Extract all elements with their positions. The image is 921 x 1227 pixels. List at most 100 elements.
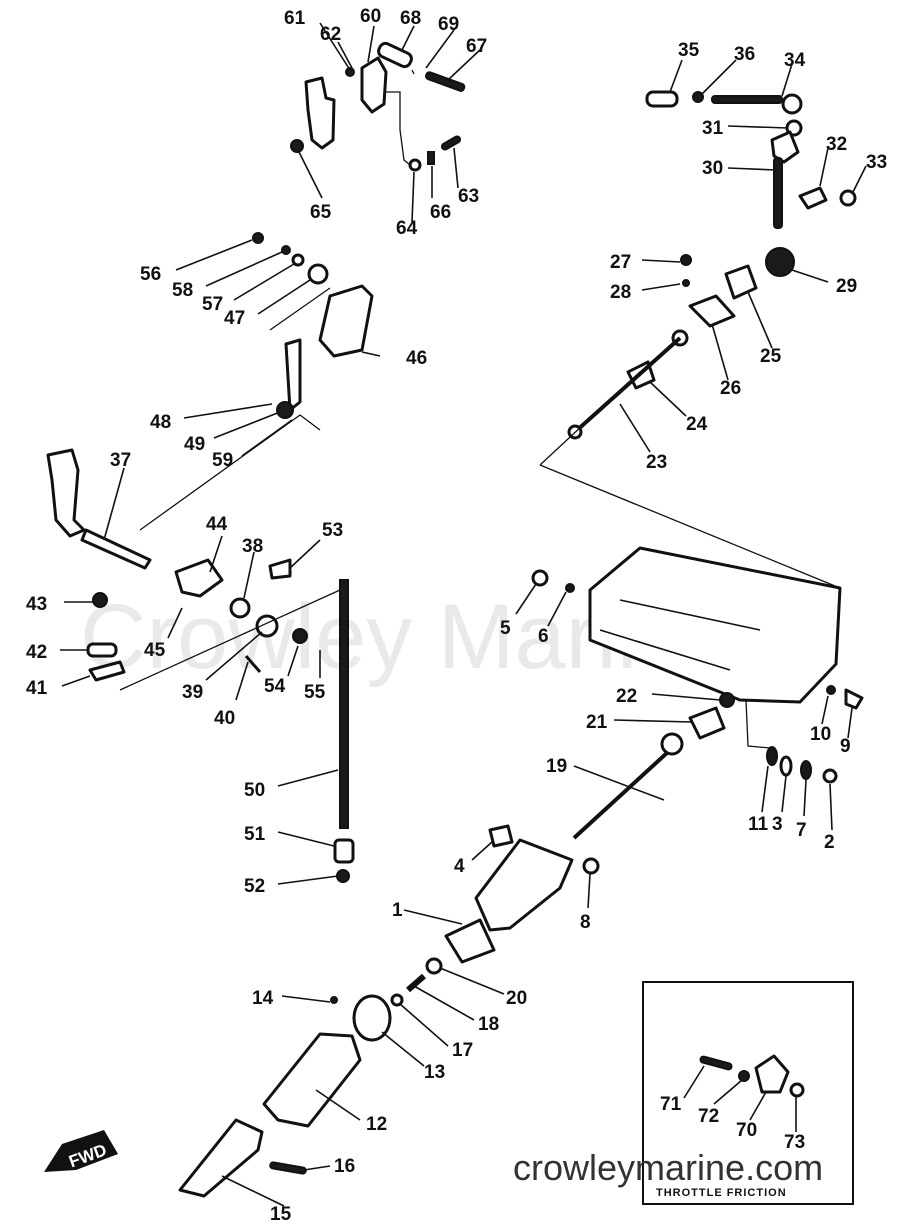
callout-19: 19	[546, 756, 567, 777]
part-2	[822, 768, 838, 784]
callout-66: 66	[430, 202, 451, 223]
callout-33: 33	[866, 152, 887, 173]
part-7	[800, 760, 812, 780]
callout-21: 21	[586, 712, 608, 733]
callout-41: 41	[26, 678, 48, 699]
callout-39: 39	[182, 682, 203, 703]
callout-3: 3	[772, 814, 783, 835]
callout-31: 31	[702, 118, 724, 139]
callout-34: 34	[784, 50, 806, 71]
callout-50: 50	[244, 780, 265, 801]
callout-35: 35	[678, 40, 700, 61]
callout-14: 14	[252, 988, 274, 1009]
part-29	[765, 247, 795, 277]
part-clip-62	[345, 67, 355, 77]
part-screw-71	[699, 1055, 733, 1071]
fwd-arrow-icon: FWD	[44, 1130, 118, 1172]
part-bracket-46	[318, 284, 374, 358]
throttle-friction-inset: THROTTLE FRICTION	[642, 981, 854, 1205]
part-lever-60	[360, 56, 388, 114]
part-bolt-67	[425, 71, 466, 92]
part-38	[229, 597, 251, 619]
callout-1: 1	[392, 900, 403, 921]
part-spacer-66	[427, 151, 435, 165]
callout-59: 59	[212, 450, 233, 471]
callout-29: 29	[836, 276, 857, 297]
part-washer-64	[408, 158, 422, 172]
part-4	[488, 824, 514, 848]
callout-16: 16	[334, 1156, 355, 1177]
part-linkage-bracket	[304, 76, 336, 150]
callout-56: 56	[140, 264, 161, 285]
housing-detail-2	[619, 599, 761, 631]
part-40	[244, 655, 262, 673]
callout-57: 57	[202, 294, 223, 315]
part-17	[390, 993, 404, 1007]
part-54	[292, 628, 308, 644]
part-25	[724, 264, 758, 300]
part-26	[688, 294, 736, 328]
part-36	[692, 91, 704, 103]
part-13	[352, 994, 392, 1042]
part-sleeve-68	[377, 41, 413, 69]
callout-11: 11	[748, 814, 769, 835]
part-10	[826, 685, 836, 695]
callout-58: 58	[172, 280, 193, 301]
callout-25: 25	[760, 346, 782, 367]
callout-52: 52	[244, 876, 265, 897]
callout-65: 65	[310, 202, 332, 223]
part-32	[798, 186, 828, 210]
callout-48: 48	[150, 412, 171, 433]
callout-30: 30	[702, 158, 723, 179]
part-6	[565, 583, 575, 593]
part-42	[86, 642, 118, 658]
part-nut-65	[290, 139, 304, 153]
part-arm-37	[46, 448, 86, 538]
part-14	[330, 996, 338, 1004]
callout-26: 26	[720, 378, 741, 399]
part-52	[336, 869, 350, 883]
part-30-head	[770, 130, 800, 164]
leader-to-housing	[539, 464, 841, 589]
housing-detail-1	[599, 629, 731, 671]
part-rod-37	[80, 528, 152, 570]
part-shaft-30	[773, 157, 783, 229]
callout-69: 69	[438, 14, 459, 35]
callout-51: 51	[244, 824, 266, 845]
callout-70: 70	[736, 1120, 757, 1141]
part-neck-1	[444, 918, 496, 964]
leader-lower-left	[119, 589, 341, 691]
callout-55: 55	[304, 682, 326, 703]
part-22	[719, 692, 735, 708]
callout-42: 42	[26, 642, 47, 663]
part-rod-50	[339, 579, 349, 829]
part-58	[281, 245, 291, 255]
leader-68b	[411, 69, 415, 75]
part-screw-63	[440, 135, 462, 151]
part-21	[688, 706, 726, 740]
callout-72: 72	[698, 1106, 719, 1127]
callout-64: 64	[396, 218, 418, 239]
callout-28: 28	[610, 282, 631, 303]
part-5	[531, 569, 549, 587]
part-19-head	[660, 732, 684, 756]
callout-63: 63	[458, 186, 479, 207]
part-73	[789, 1082, 805, 1098]
callout-15: 15	[270, 1204, 292, 1225]
callout-10: 10	[810, 724, 831, 745]
site-watermark: crowleymarine.com	[513, 1147, 823, 1188]
callout-12: 12	[366, 1114, 387, 1135]
part-9	[844, 688, 864, 710]
part-28	[682, 279, 690, 287]
leader-group-top	[384, 91, 411, 166]
part-49	[276, 401, 294, 419]
leader-46-group	[269, 287, 331, 331]
callout-23: 23	[646, 452, 667, 473]
leader-23-group	[539, 371, 641, 466]
part-47	[307, 263, 329, 285]
callout-18: 18	[478, 1014, 499, 1035]
callout-45: 45	[144, 640, 166, 661]
part-33	[839, 189, 857, 207]
